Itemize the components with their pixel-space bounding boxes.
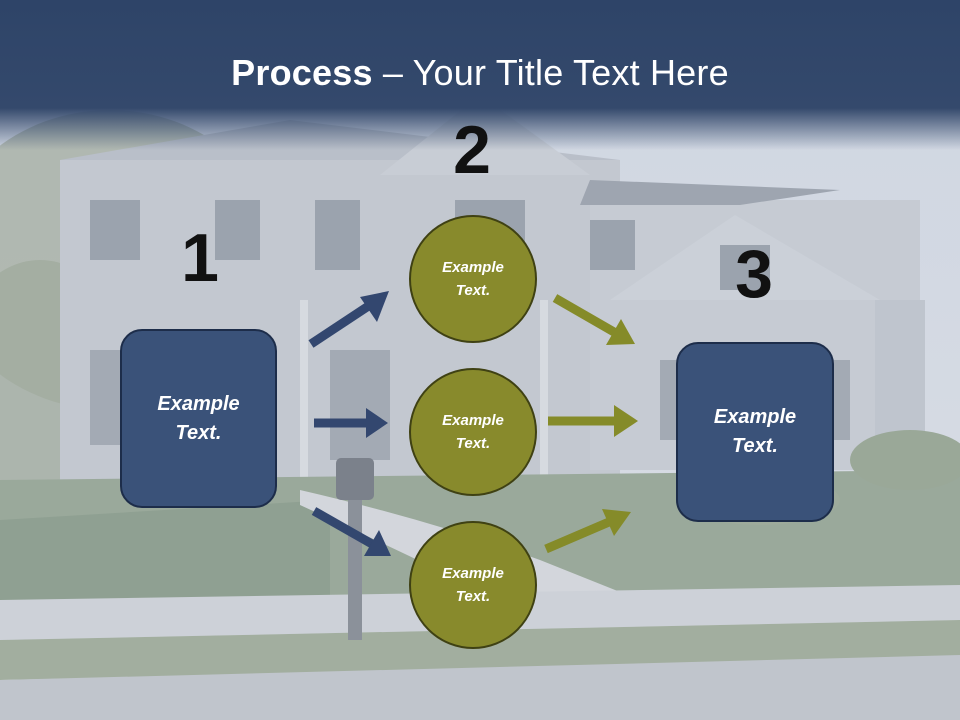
arrow-to-circle-2 [314, 408, 388, 438]
arrow-from-circle-1 [552, 294, 635, 345]
arrow-from-circle-3 [544, 509, 631, 554]
step-3-box[interactable]: Example Text. [676, 342, 834, 522]
arrow-to-circle-3 [311, 507, 391, 556]
circle-2-label: Example Text. [442, 412, 504, 452]
circle-1-label: Example Text. [442, 259, 504, 299]
step-1-label: Example Text. [157, 392, 240, 444]
step-3-label: Example Text. [713, 406, 797, 457]
step-2-circle-middle[interactable]: Example Text. [409, 368, 537, 496]
step-2-circle-bottom[interactable]: Example Text. [409, 521, 537, 649]
title-bold: Process [231, 52, 373, 93]
step-number-3: 3 [735, 236, 773, 312]
slide-title: Process – Your Title Text Here [0, 52, 960, 94]
circle-3-label: Example Text. [442, 565, 504, 605]
arrow-to-circle-1 [308, 291, 389, 348]
step-number-2: 2 [453, 112, 491, 188]
step-1-box[interactable]: Example Text. [120, 329, 277, 508]
title-rest: – Your Title Text Here [372, 52, 729, 93]
arrow-from-circle-2 [548, 405, 638, 437]
step-number-1: 1 [181, 220, 219, 296]
step-2-circle-top[interactable]: Example Text. [409, 215, 537, 343]
